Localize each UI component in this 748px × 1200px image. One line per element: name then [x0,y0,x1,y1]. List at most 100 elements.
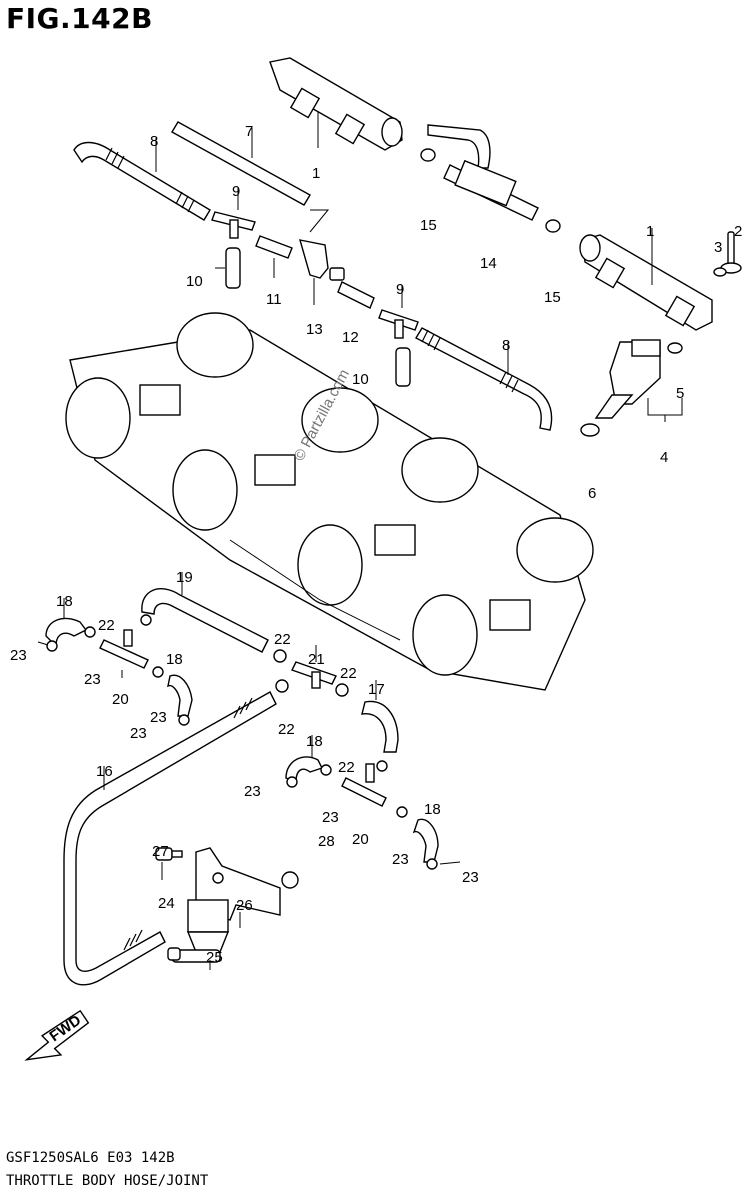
figure-code: GSF1250SAL6 E03 142B [6,1150,175,1166]
clamp-22e [376,760,388,772]
callout-23: 23 [244,783,261,800]
fuel-delivery-pipe-left [269,57,403,151]
callout-1: 1 [312,165,320,182]
callout-21: 21 [308,651,325,668]
callout-1: 1 [646,223,654,240]
o-ring-15a [420,148,436,162]
callout-6: 6 [588,485,596,502]
callout-24: 24 [158,895,175,912]
hose-18d [412,818,439,863]
throttle-body-assembly [65,312,594,691]
clamp-23b [84,626,96,638]
callout-8: 8 [150,133,158,150]
fuel-delivery-pipe-right [579,234,713,331]
clamp-23c [152,666,164,678]
hose-17 [361,700,399,753]
callout-12: 12 [342,329,359,346]
callout-22: 22 [340,665,357,682]
fuel-feed-hose [427,124,539,221]
clamp-22c [275,679,289,693]
hose-8-right [415,327,553,431]
callout-22: 22 [338,759,355,776]
callout-18: 18 [56,593,73,610]
clamp-23f [320,764,332,776]
hose-7 [171,121,311,206]
hose-18a [45,617,88,648]
clamp-23g [396,806,408,818]
callout-13: 13 [306,321,323,338]
callout-27: 27 [152,843,169,860]
callout-22: 22 [274,631,291,648]
joint-20a [99,629,149,669]
joint-20b [341,763,387,807]
callout-23: 23 [10,647,27,664]
injector-o-ring-top [667,342,683,354]
three-way-joint-9b [378,309,419,339]
callout-2: 2 [734,223,742,240]
hose-12 [337,281,375,309]
callout-28: 28 [318,833,335,850]
clamp-23a [46,640,58,652]
callout-16: 16 [96,763,113,780]
callout-10: 10 [186,273,203,290]
hose-19 [141,588,269,653]
callout-7: 7 [245,123,253,140]
clamp-23e [286,776,298,788]
callout-18: 18 [306,733,323,750]
callout-23: 23 [462,869,479,886]
callout-3: 3 [714,239,722,256]
bolt-27 [155,847,183,861]
clamp-23h [426,858,438,870]
nut-28 [281,871,299,889]
callout-22: 22 [278,721,295,738]
callout-18: 18 [166,651,183,668]
cap-24 [167,947,181,961]
callout-10: 10 [352,371,369,388]
callout-25: 25 [206,949,223,966]
callout-17: 17 [368,681,385,698]
hose-8-left [73,141,211,221]
callout-20: 20 [112,691,129,708]
clamp-22d [335,683,349,697]
callout-4: 4 [660,449,668,466]
injector-seal-bottom [580,423,600,437]
hose-11 [255,235,293,259]
hose-18b [167,674,193,717]
clamp-22a [140,614,152,626]
cap-10b [395,347,411,387]
callout-23: 23 [84,671,101,688]
fuel-injector [594,339,661,419]
callout-5: 5 [676,385,684,402]
callout-14: 14 [480,255,497,272]
callout-9: 9 [232,183,240,200]
callout-15: 15 [420,217,437,234]
cap-10a [225,247,241,289]
three-way-joint-9a [211,211,256,239]
callout-15: 15 [544,289,561,306]
figure-caption: THROTTLE BODY HOSE/JOINT [6,1173,209,1189]
callout-22: 22 [98,617,115,634]
o-ring-15b [545,219,561,233]
forward-direction-arrow [24,1009,90,1061]
callout-23: 23 [130,725,147,742]
clamp-23d [178,714,190,726]
callout-23: 23 [150,709,167,726]
callout-19: 19 [176,569,193,586]
callout-18: 18 [424,801,441,818]
hose-16 [63,691,277,986]
callout-23: 23 [322,809,339,826]
callout-8: 8 [502,337,510,354]
hose-18c [285,756,323,784]
figure-title: FIG.142B [6,2,153,35]
clamp-22b [273,649,287,663]
callout-20: 20 [352,831,369,848]
callout-9: 9 [396,281,404,298]
callout-23: 23 [392,851,409,868]
washer [713,267,727,277]
solenoid-valve [171,899,230,963]
joint-21 [291,661,337,689]
joint-13 [299,239,345,281]
callout-26: 26 [236,897,253,914]
